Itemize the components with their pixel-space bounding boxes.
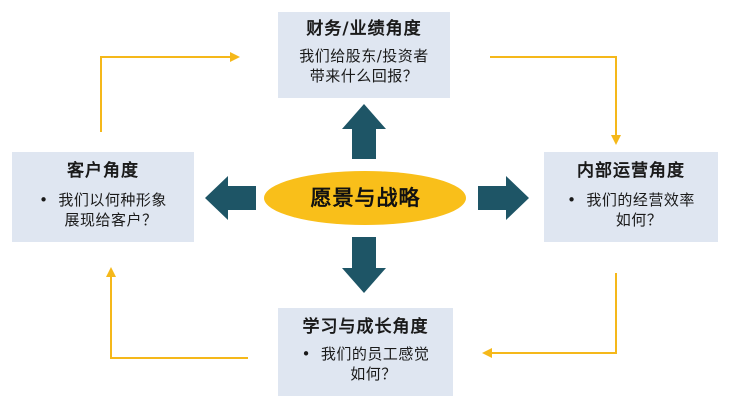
customer-line-2: 展现给客户？ (64, 211, 158, 229)
customer-line-1: 我们以何种形象 (58, 191, 167, 209)
financial-box: 财务/业绩角度 我们给股东/投资者 带来什么回报？ (278, 12, 450, 98)
arrow-down (342, 237, 386, 293)
arrow-left (205, 176, 256, 220)
learning-box: 学习与成长角度 • 我们的员工感觉 如何？ (278, 308, 453, 396)
learning-line-2: 如何？ (350, 365, 397, 383)
center-ellipse (264, 171, 466, 225)
internal-line-1: 我们的经营效率 (586, 191, 695, 209)
financial-line-2: 带来什么回报？ (309, 67, 419, 85)
arrow-up (342, 104, 386, 159)
learning-bullet: • (301, 345, 311, 363)
internal-line-2: 如何？ (615, 211, 663, 229)
learning-title: 学习与成长角度 (302, 317, 429, 337)
customer-title: 客户角度 (67, 161, 139, 181)
connector-internal-to-learning (482, 273, 617, 358)
customer-bullet: • (39, 191, 49, 209)
center-label: 愿景与战略 (310, 186, 421, 210)
learning-line-1: 我们的员工感觉 (320, 345, 430, 363)
financial-line-1: 我们给股东/投资者 (299, 47, 429, 65)
internal-box: 内部运营角度 • 我们的经营效率 如何？ (544, 152, 718, 242)
internal-title: 内部运营角度 (577, 161, 685, 181)
connector-financial-to-internal (490, 56, 621, 145)
internal-bullet: • (567, 191, 577, 209)
financial-title: 财务/业绩角度 (306, 19, 422, 39)
connector-learning-to-customer (106, 267, 248, 359)
customer-box: 客户角度 • 我们以何种形象 展现给客户？ (12, 152, 194, 242)
arrow-right (478, 176, 529, 220)
connector-customer-to-financial (100, 52, 240, 132)
